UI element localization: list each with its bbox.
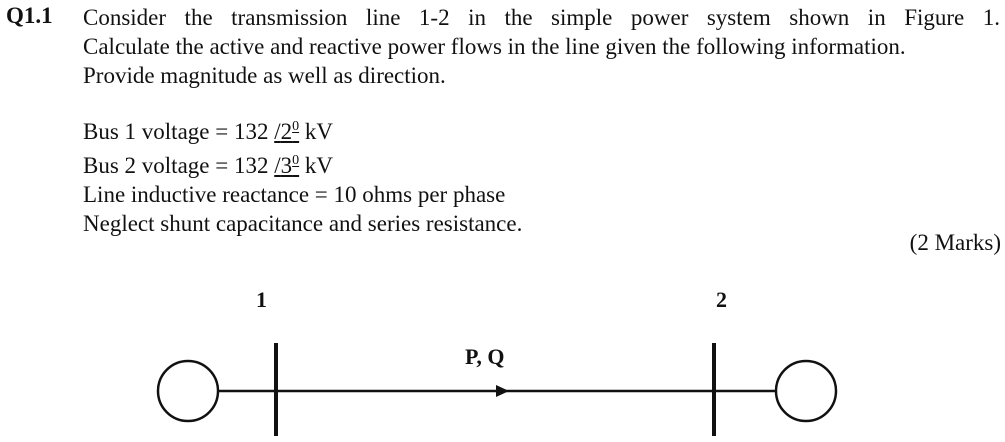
power-flow-label: P, Q <box>465 344 505 369</box>
bus2-angle: /30 <box>274 153 299 178</box>
question-paragraph: Consider the transmission line 1-2 in th… <box>83 3 1000 90</box>
degree-symbol: 0 <box>292 119 300 134</box>
flow-arrow-icon <box>496 385 509 397</box>
generator-1-icon <box>156 359 220 423</box>
figure-1-diagram: 1 2 P, Q <box>0 270 1005 442</box>
marks-label: (2 Marks) <box>909 230 1001 255</box>
bus1-unit: kV <box>299 119 333 144</box>
paragraph-line-1: Consider the transmission line 1-2 in th… <box>83 5 1000 30</box>
single-line-diagram <box>156 343 838 436</box>
bus2-angle-value: 3 <box>280 153 293 178</box>
bus2-label: 2 <box>716 287 727 312</box>
given-data: Bus 1 voltage = 132 /20 kV Bus 2 voltage… <box>83 112 522 238</box>
paragraph-line-3: Provide magnitude as well as direction. <box>83 63 446 88</box>
bus1-angle-value: 2 <box>280 119 293 144</box>
generator-2-icon <box>774 359 838 423</box>
bus1-voltage: Bus 1 voltage = 132 /20 kV <box>83 112 522 146</box>
paragraph-line-2: Calculate the active and reactive power … <box>83 34 906 59</box>
bus2-voltage-text: Bus 2 voltage = 132 <box>83 153 275 178</box>
angle-symbol: / <box>274 153 281 178</box>
bus1-label: 1 <box>256 287 267 312</box>
assumption-note: Neglect shunt capacitance and series res… <box>83 211 523 236</box>
bus2-voltage: Bus 2 voltage = 132 /30 kV <box>83 146 522 180</box>
bus2-unit: kV <box>299 153 333 178</box>
question-number: Q1.1 <box>6 3 53 28</box>
degree-symbol: 0 <box>292 153 300 168</box>
angle-symbol: / <box>274 119 281 144</box>
bus1-angle: /20 <box>274 119 299 144</box>
line-reactance: Line inductive reactance = 10 ohms per p… <box>83 182 506 207</box>
bus1-voltage-text: Bus 1 voltage = 132 <box>83 119 275 144</box>
